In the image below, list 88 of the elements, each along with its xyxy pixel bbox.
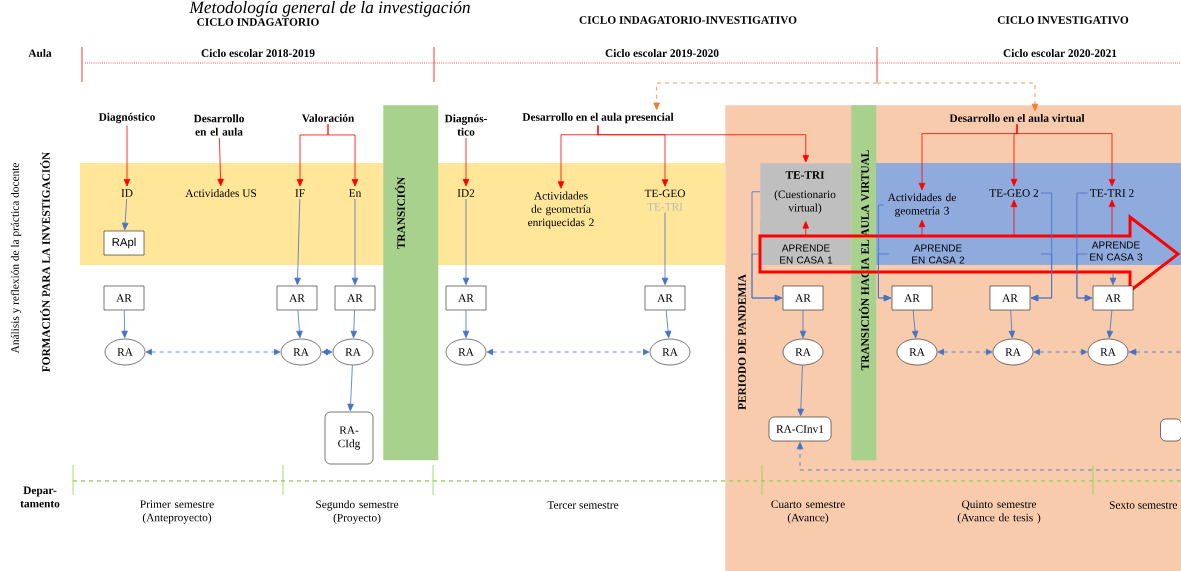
process-box: AR xyxy=(445,285,487,311)
arrow xyxy=(937,348,993,356)
rounded-box: RA-CInv1 xyxy=(768,416,832,442)
semester-label: Primer semestre (Anteproyecto) xyxy=(140,500,214,524)
arrow xyxy=(802,221,809,237)
stage-heading: Diagnóstico xyxy=(98,112,155,124)
activity-label: Actividades US xyxy=(185,189,257,197)
arrow xyxy=(661,212,669,286)
school-year-label: Ciclo escolar 2018-2019 xyxy=(201,49,315,57)
arrow xyxy=(351,198,359,286)
arrow xyxy=(1109,271,1117,286)
semester-label: Cuarto semestre (Avance) xyxy=(771,500,845,524)
arrow xyxy=(799,309,807,339)
arrow xyxy=(294,198,301,286)
activity-label: ID xyxy=(121,189,133,197)
cycle-heading: CICLO INDAGATORIO-INVESTIGATIVO xyxy=(579,16,797,24)
arrow xyxy=(918,219,926,237)
arrow xyxy=(462,137,470,187)
transition-band: TRANSICIÓN xyxy=(383,105,439,461)
arrow xyxy=(1033,348,1088,356)
row-label: Depar-tamento xyxy=(20,486,60,508)
axis-title: Análisis y reflexión de la práctica docente xyxy=(10,163,22,354)
arrow xyxy=(350,309,357,339)
arrow xyxy=(462,309,470,339)
arrow xyxy=(911,309,919,339)
arrow xyxy=(1010,199,1018,237)
process-box: AR xyxy=(644,285,686,311)
stage-heading: Desarrollo en el aula presencial xyxy=(522,112,674,124)
stage-heading: Valoración xyxy=(301,113,355,122)
arrow xyxy=(751,191,783,302)
arrow xyxy=(597,125,809,163)
arrow xyxy=(653,82,878,110)
arrow xyxy=(217,137,224,187)
cycle-heading: CICLO INDAGATORIO xyxy=(197,18,319,26)
arrow xyxy=(145,348,281,356)
row-label: Aula xyxy=(28,49,52,57)
cycle-heading: CICLO INVESTIGATIVO xyxy=(997,16,1129,24)
arrow xyxy=(1128,348,1181,356)
arrow xyxy=(462,198,470,286)
arrow xyxy=(486,348,650,356)
process-box: AR xyxy=(334,285,376,311)
arrow xyxy=(1016,123,1116,187)
arrow xyxy=(1076,192,1093,302)
school-year-label: Ciclo escolar 2019-2020 xyxy=(605,49,719,57)
arrow xyxy=(327,123,359,187)
rounded-box xyxy=(1160,418,1181,442)
stage-heading: Desarrollo en el aula xyxy=(193,114,244,136)
arrow xyxy=(876,82,1039,112)
process-box: AR xyxy=(103,285,145,311)
activity-label: Actividades de geometría enriquecidas 2 xyxy=(528,191,594,229)
activity-label: IF xyxy=(295,189,305,197)
arrow xyxy=(1108,199,1116,237)
arrow xyxy=(121,309,128,339)
semester-label: Segundo semestre (Proyecto) xyxy=(316,500,399,524)
process-box: AR xyxy=(276,285,318,311)
transition-band: TRANSICIÓN HACIA EL AULA VIRTUAL xyxy=(851,105,877,461)
activity-label: ID2 xyxy=(457,189,475,197)
process-box: AR xyxy=(782,285,824,311)
arrow xyxy=(796,441,1181,471)
axis-title: FORMACIÓN PARA LA INVESTIGACIÓN xyxy=(40,151,50,373)
activity-label: TE-GEO 2 xyxy=(989,189,1039,197)
rounded-box: RA-CIdg xyxy=(324,411,374,465)
title: Metodología general de la investigación xyxy=(189,0,470,17)
school-year-label: Ciclo escolar 2020-2021 xyxy=(1003,49,1117,57)
arrow xyxy=(664,309,672,339)
arrow xyxy=(797,364,804,417)
semester-label: Sexto semestre xyxy=(1109,501,1178,509)
arrow xyxy=(1008,309,1016,339)
arrow xyxy=(347,364,354,412)
activity-label: Actividades de geometría 3 xyxy=(887,193,956,217)
arrow xyxy=(878,204,892,302)
arrow xyxy=(1106,309,1114,339)
stage-heading: Desarrollo en el aula virtual xyxy=(949,114,1085,122)
process-box: RApl xyxy=(103,230,145,256)
stage-heading: Diagnós-tico xyxy=(444,114,487,136)
arrow xyxy=(296,309,303,339)
arrow xyxy=(121,198,129,231)
activity-label: En xyxy=(349,189,362,197)
process-box: AR xyxy=(891,285,933,311)
semester-label: Quinto semestre (Avance de tesis ) xyxy=(957,500,1041,524)
arrow xyxy=(1030,192,1053,302)
arrow xyxy=(321,348,333,356)
semester-label: Tercer semestre xyxy=(547,501,619,509)
process-box: AR xyxy=(1092,285,1134,311)
activity-label: TE-GEO TE-TRI xyxy=(644,189,685,211)
arrow xyxy=(123,125,131,187)
process-box: AR xyxy=(989,285,1031,311)
activity-label: TE-TRI 2 xyxy=(1090,189,1134,197)
